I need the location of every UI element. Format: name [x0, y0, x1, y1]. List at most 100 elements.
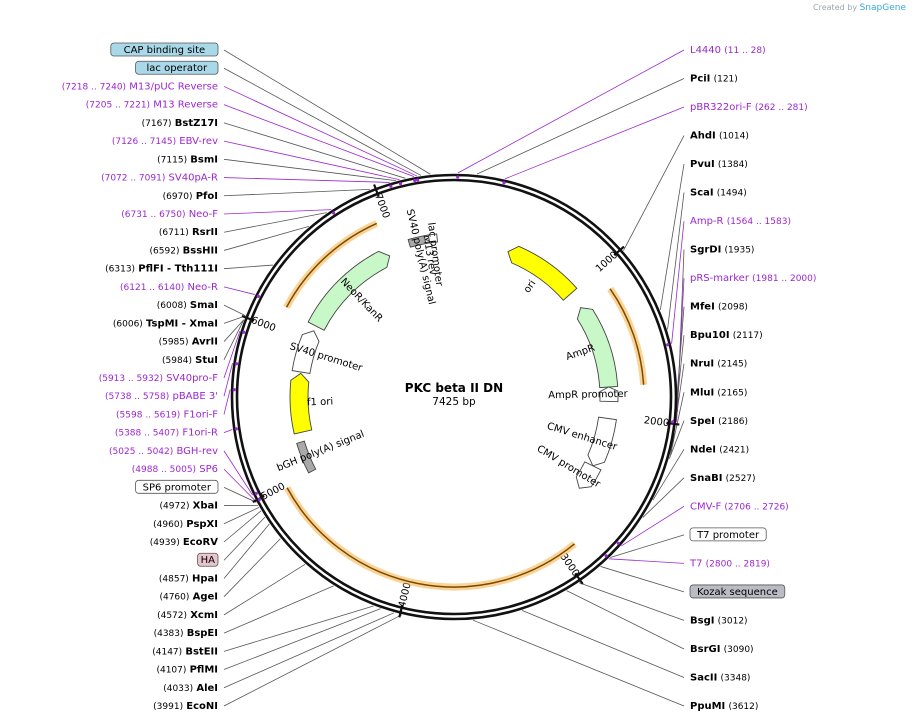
- feature-ampr[interactable]: [576, 307, 619, 389]
- feature-box-lac-operator[interactable]: lac operator: [135, 60, 219, 75]
- enzyme-stui[interactable]: (5984) StuI: [162, 355, 218, 366]
- enzyme-nrui[interactable]: NruI (2145): [690, 359, 747, 370]
- primer-bgh-rev[interactable]: (5025 .. 5042) BGH-rev: [109, 446, 218, 457]
- site-position: (5985): [159, 338, 189, 348]
- site-position: (7167): [142, 119, 172, 129]
- enzyme-pflfi-tth111i[interactable]: (6313) PflFI - Tth111I: [105, 264, 218, 275]
- feature-ori[interactable]: [507, 245, 578, 301]
- primer-prs-marker[interactable]: pRS-marker (1981 .. 2000): [690, 273, 816, 284]
- site-name: BsgI: [690, 615, 714, 626]
- enzyme-mlui[interactable]: MluI (2165): [690, 387, 747, 398]
- enzyme-spei[interactable]: SpeI (2186): [690, 416, 748, 427]
- primer-neo-r[interactable]: (6121 .. 6140) Neo-R: [120, 282, 218, 293]
- feature-sv40-promoter[interactable]: [291, 330, 320, 374]
- feature-box-kozak-sequence[interactable]: Kozak sequence: [689, 584, 786, 599]
- site-name: SP6: [199, 464, 218, 475]
- site-label: (4972) XbaI: [160, 501, 218, 512]
- enzyme-avrii[interactable]: (5985) AvrII: [159, 337, 218, 348]
- site-position: (6008): [157, 301, 187, 311]
- primer-pbr322ori-f[interactable]: pBR322ori-F (262 .. 281): [690, 102, 808, 113]
- site-label: BsrGI (3090): [690, 644, 754, 655]
- feature-box-sp6-promoter[interactable]: SP6 promoter: [135, 479, 219, 494]
- feature-f1-ori[interactable]: [289, 372, 313, 435]
- enzyme-bsrgi[interactable]: BsrGI (3090): [690, 644, 754, 655]
- primer-sv40pa-r[interactable]: (7072 .. 7091) SV40pA-R: [101, 173, 218, 184]
- site-name: SacII: [690, 672, 717, 683]
- primer-site: [234, 362, 239, 366]
- feature-box-t7-promoter[interactable]: T7 promoter: [689, 527, 767, 542]
- enzyme-bsgi[interactable]: BsgI (3012): [690, 615, 748, 626]
- primer-f1ori-f[interactable]: (5598 .. 5619) F1ori-F: [116, 409, 218, 420]
- enzyme-ndei[interactable]: NdeI (2421): [690, 444, 749, 455]
- enzyme-xcmi[interactable]: (4572) XcmI: [157, 610, 218, 621]
- primer-site: [234, 427, 238, 431]
- primer-site: [604, 554, 608, 558]
- label-leaders: [223, 49, 685, 707]
- enzyme-xbai[interactable]: (4972) XbaI: [160, 501, 218, 512]
- feature-neor-kanr[interactable]: [307, 250, 391, 331]
- leader-line: [472, 619, 685, 707]
- site-name: ScaI: [690, 188, 714, 199]
- primer-site: [254, 491, 258, 495]
- primer-t7[interactable]: T7 (2800 .. 2819): [689, 558, 770, 569]
- feature-cmv-promoter[interactable]: [575, 461, 602, 489]
- enzyme-sgrdi[interactable]: SgrDI (1935): [690, 245, 754, 256]
- enzyme-pflmi[interactable]: (4107) PflMI: [156, 665, 218, 676]
- enzyme-pvui[interactable]: PvuI (1384): [690, 159, 748, 170]
- credit: Created by SnapGene: [813, 3, 906, 13]
- site-position: (2706 .. 2726): [724, 502, 788, 512]
- enzyme-pspxi[interactable]: (4960) PspXI: [153, 519, 218, 530]
- site-position: (7115): [157, 155, 187, 165]
- enzyme-mfei[interactable]: MfeI (2098): [690, 302, 748, 313]
- enzyme-sacii[interactable]: SacII (3348): [690, 672, 750, 683]
- enzyme-rsrii[interactable]: (6711) RsrII: [159, 227, 218, 238]
- enzyme-agei[interactable]: (4760) AgeI: [159, 592, 218, 603]
- enzyme-snabi[interactable]: SnaBI (2527): [690, 473, 756, 484]
- enzyme-bsteii[interactable]: (4147) BstEII: [152, 646, 218, 657]
- enzyme-bstz17i[interactable]: (7167) BstZ17I: [142, 118, 218, 129]
- leader-line: [223, 49, 431, 175]
- enzyme-smai[interactable]: (6008) SmaI: [157, 300, 218, 311]
- enzyme-alei[interactable]: (4033) AleI: [163, 683, 218, 694]
- feature-bgh-poly-a-signal[interactable]: [296, 440, 317, 474]
- site-label: (4939) EcoRV: [150, 537, 218, 548]
- site-position: (1564 .. 1583): [727, 217, 791, 227]
- enzyme-ecorv[interactable]: (4939) EcoRV: [150, 537, 218, 548]
- primer-m13-puc-reverse[interactable]: (7218 .. 7240) M13/pUC Reverse: [62, 81, 218, 92]
- feature-box-ha[interactable]: HA: [197, 552, 219, 567]
- primer-site: [331, 211, 336, 215]
- site-position: (2117): [733, 331, 763, 341]
- primer-l4440[interactable]: L4440 (11 .. 28): [690, 45, 766, 56]
- feature-lac-promoter[interactable]: [427, 233, 439, 244]
- feature-box-cap-binding-site[interactable]: CAP binding site: [110, 42, 219, 57]
- site-position: (6731 .. 6750): [121, 210, 185, 220]
- enzyme-bsmi[interactable]: (7115) BsmI: [157, 154, 218, 165]
- enzyme-econi[interactable]: (3991) EcoNI: [153, 701, 218, 712]
- enzyme-pfoi[interactable]: (6970) PfoI: [163, 191, 218, 202]
- enzyme-pcii[interactable]: PciI (121): [690, 74, 738, 85]
- feature-ampr-promoter[interactable]: [599, 386, 619, 403]
- enzyme-bspei[interactable]: (4383) BspEI: [154, 628, 218, 639]
- site-label: (5913 .. 5932) SV40pro-F: [99, 373, 219, 384]
- primer-m13-reverse[interactable]: (7205 .. 7221) M13 Reverse: [86, 100, 218, 111]
- primer-site: [666, 343, 670, 347]
- enzyme-ahdi[interactable]: AhdI (1014): [690, 131, 749, 142]
- primer-amp-r[interactable]: Amp-R (1564 .. 1583): [690, 216, 791, 227]
- primer-ebv-rev[interactable]: (7126 .. 7145) EBV-rev: [112, 136, 218, 147]
- enzyme-scai[interactable]: ScaI (1494): [690, 188, 747, 199]
- site-label: (4960) PspXI: [153, 519, 218, 530]
- primer-sp6[interactable]: (4988 .. 5005) SP6: [132, 464, 218, 475]
- enzyme-hpai[interactable]: (4857) HpaI: [159, 573, 218, 584]
- primer-pbabe-3[interactable]: (5738 .. 5758) pBABE 3': [105, 391, 218, 402]
- leader-line: [667, 192, 685, 330]
- primer-f1ori-r[interactable]: (5388 .. 5407) F1ori-R: [115, 428, 218, 439]
- primer-neo-f[interactable]: (6731 .. 6750) Neo-F: [121, 209, 218, 220]
- enzyme-tspmi-xmai[interactable]: (6006) TspMI - XmaI: [113, 318, 218, 329]
- primer-sv40pro-f[interactable]: (5913 .. 5932) SV40pro-F: [99, 373, 219, 384]
- primer-cmv-f[interactable]: CMV-F (2706 .. 2726): [690, 501, 789, 512]
- enzyme-bsshii[interactable]: (6592) BssHII: [150, 245, 218, 256]
- enzyme-bpu10i[interactable]: Bpu10I (2117): [690, 330, 763, 341]
- site-name: pBABE 3': [172, 391, 218, 402]
- enzyme-ppumi[interactable]: PpuMI (3612): [690, 701, 758, 712]
- leader-line: [223, 612, 395, 689]
